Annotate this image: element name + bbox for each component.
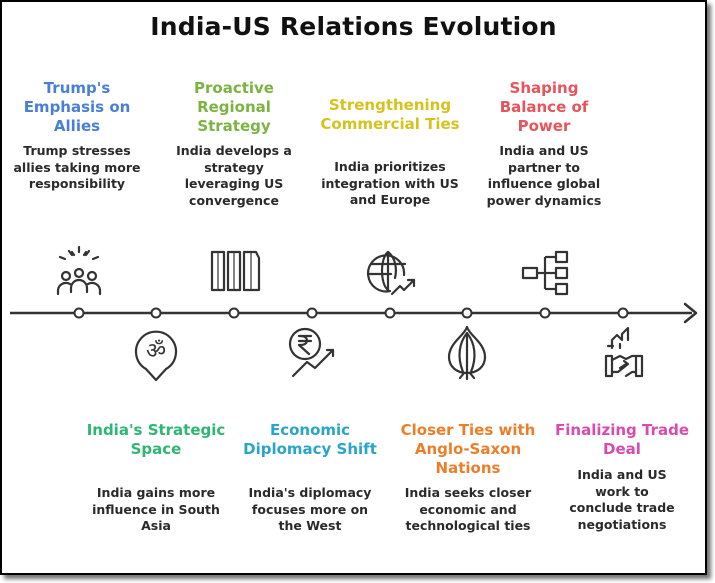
timeline-node-1 <box>73 307 85 319</box>
event-desc-anglo-saxon: India seeks closer economic and technolo… <box>404 485 532 533</box>
event-desc-trump-allies: Trump stresses allies taking more respon… <box>13 143 141 191</box>
onion-icon <box>442 323 492 381</box>
globe-growth-icon <box>364 247 418 297</box>
timeline-node-7 <box>539 307 551 319</box>
people-celebrating-icon <box>54 245 104 297</box>
event-desc-strategic-space: India gains more influence in South Asia <box>92 485 220 533</box>
timeline-node-3 <box>228 307 240 319</box>
event-desc-commercial-ties: India prioritizes integration with US an… <box>321 159 459 207</box>
event-title-economic-diplomacy: Economic Diplomacy Shift <box>243 421 377 458</box>
handshake-deal-icon <box>602 326 646 380</box>
network-hierarchy-icon <box>521 249 571 297</box>
event-desc-balance-of-power: India and US partner to influence global… <box>486 143 602 208</box>
timeline-node-6 <box>461 307 473 319</box>
event-desc-trade-deal: India and US work to conclude trade nego… <box>569 467 675 532</box>
timeline-node-5 <box>384 307 396 319</box>
timeline-node-8 <box>617 307 629 319</box>
event-title-trump-allies: Trump's Emphasis on Allies <box>23 79 131 135</box>
infographic-frame: India-US Relations Evolution Trump's Emp… <box>0 0 707 575</box>
page-title: India-US Relations Evolution <box>150 12 557 41</box>
event-desc-regional-strategy: India develops a strategy leveraging US … <box>176 143 292 208</box>
timeline-arrowhead <box>683 302 698 324</box>
timeline-node-4 <box>306 307 318 319</box>
event-desc-economic-diplomacy: India's diplomacy focuses more on the We… <box>248 485 372 533</box>
event-title-anglo-saxon: Closer Ties with Anglo-Saxon Nations <box>400 421 536 477</box>
event-title-commercial-ties: Strengthening Commercial Ties <box>320 96 460 133</box>
om-location-pin-icon: ॐ <box>131 323 181 383</box>
event-title-regional-strategy: Proactive Regional Strategy <box>194 79 274 135</box>
event-title-balance-of-power: Shaping Balance of Power <box>499 79 589 135</box>
pillars-icon <box>209 249 261 293</box>
event-title-trade-deal: Finalizing Trade Deal <box>555 421 689 458</box>
rupee-trend-icon <box>287 325 341 381</box>
event-title-strategic-space: India's Strategic Space <box>86 421 226 458</box>
timeline-node-2 <box>150 307 162 319</box>
svg-text:ॐ: ॐ <box>146 339 166 364</box>
